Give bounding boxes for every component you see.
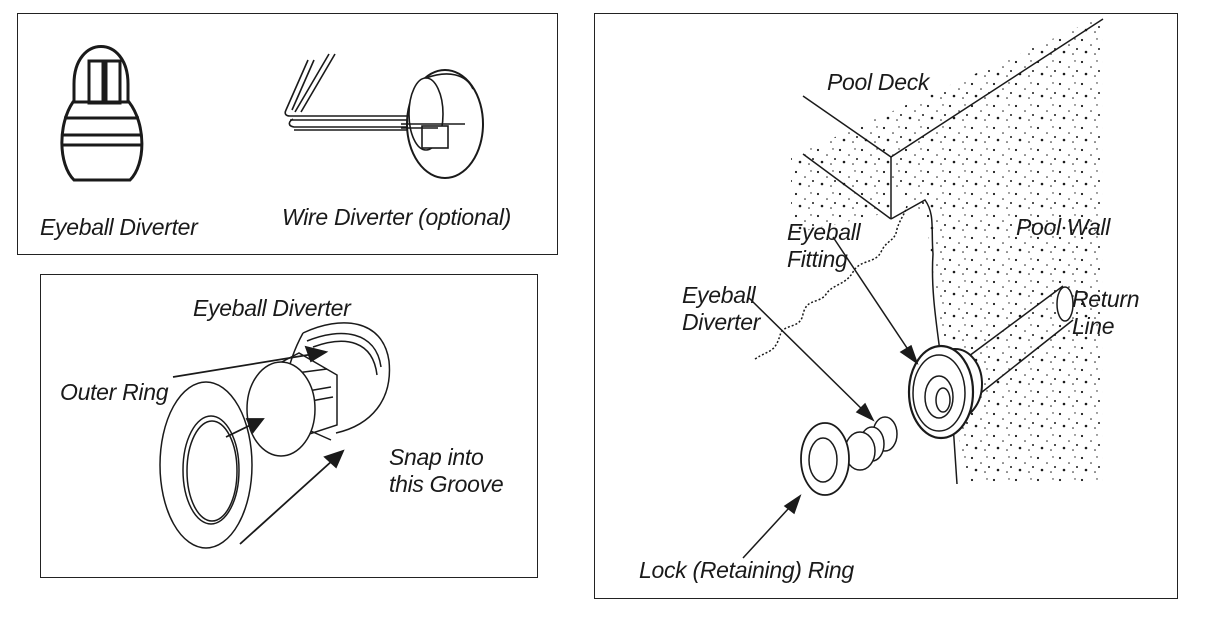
- outer-ring-3d: [159, 381, 253, 549]
- label-eyeball-diverter: Eyeball Diverter: [193, 295, 351, 321]
- label-snap-into-groove: Snap into this Groove: [389, 444, 504, 497]
- return-line-pipe: [964, 285, 1074, 397]
- label-wire-diverter: Wire Diverter (optional): [282, 204, 512, 230]
- eyeball-fitting: [907, 344, 983, 440]
- lock-retaining-ring: [800, 422, 850, 496]
- label-pool-deck: Pool Deck: [827, 69, 930, 95]
- panel-pool-installation: Pool Deck Pool Wall Eyeball Fitting Eyeb…: [594, 13, 1178, 599]
- callout-arrows: [742, 236, 919, 559]
- panel-outer-ring-assembly: Eyeball Diverter Outer Ring Snap into th…: [40, 274, 538, 578]
- eyeball-diverter-illustration: [60, 45, 144, 182]
- wire-diverter-illustration: [284, 53, 484, 179]
- label-pool-wall: Pool Wall: [1016, 214, 1111, 240]
- diverter-types-drawing: [60, 45, 484, 182]
- assembly-arrows: [172, 345, 345, 545]
- label-outer-ring: Outer Ring: [60, 379, 169, 405]
- eyeball-diverter-part: [844, 416, 898, 471]
- outer-ring-assembly-drawing: [159, 322, 391, 549]
- panel-diverter-types: Eyeball Diverter Wire Diverter (optional…: [17, 13, 558, 255]
- label-eyeball-diverter: Eyeball Diverter: [40, 214, 198, 240]
- pool-wall-surface: [791, 16, 1103, 484]
- label-eyeball-diverter: Eyeball Diverter: [682, 282, 761, 335]
- label-lock-retaining-ring: Lock (Retaining) Ring: [639, 557, 854, 583]
- pool-installation-drawing: [742, 16, 1104, 559]
- label-eyeball-fitting: Eyeball Fitting: [787, 219, 861, 272]
- eyeball-diverter-3d: [246, 322, 391, 457]
- label-return-line: Return Line: [1072, 286, 1140, 339]
